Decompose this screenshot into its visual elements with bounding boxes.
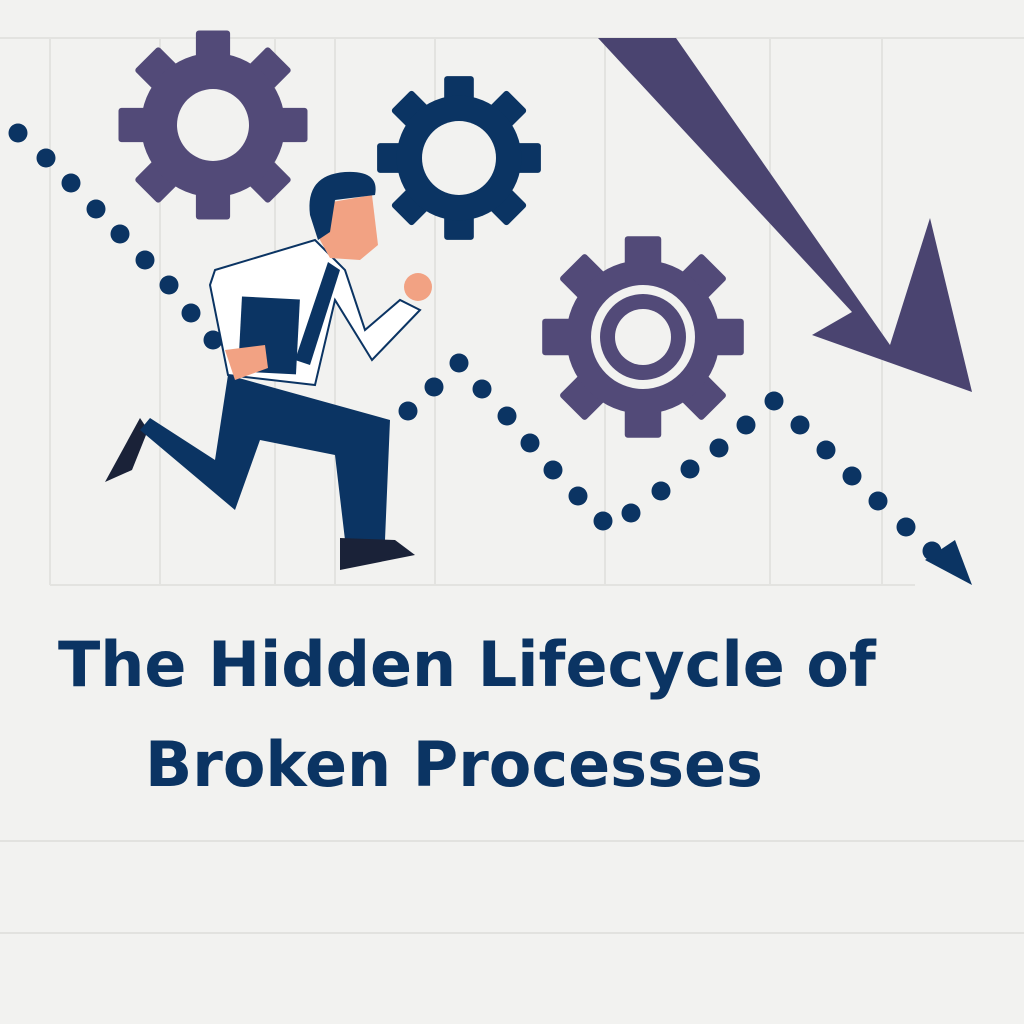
down-trend-arrow-icon — [598, 38, 972, 392]
gear-icon — [377, 76, 541, 240]
trend-dot — [36, 148, 56, 168]
trend-dot — [709, 438, 729, 458]
trend-dot — [842, 466, 862, 486]
trend-dot — [593, 511, 613, 531]
trend-dot — [868, 491, 888, 511]
trend-dot — [520, 433, 540, 453]
running-businessman-illustration — [105, 171, 432, 570]
trend-dot — [8, 123, 28, 143]
trend-dot — [135, 250, 155, 270]
trend-dot — [424, 377, 444, 397]
trend-dot — [449, 353, 469, 373]
trend-dot — [110, 224, 130, 244]
headline-line-2: Broken Processes — [145, 728, 763, 801]
trend-dot — [543, 460, 563, 480]
gear-icon — [118, 30, 308, 220]
trend-dot — [922, 541, 942, 561]
trend-dot — [86, 199, 106, 219]
trend-dot — [651, 481, 671, 501]
trend-dot — [568, 486, 588, 506]
trend-dot — [472, 379, 492, 399]
trend-dot — [181, 303, 201, 323]
trend-dot — [816, 440, 836, 460]
trend-dot — [764, 391, 784, 411]
trend-dot — [203, 330, 223, 350]
trend-dot — [497, 406, 517, 426]
trend-dot — [736, 415, 756, 435]
headline-line-1: The Hidden Lifecycle of — [58, 628, 876, 701]
trend-dot — [790, 415, 810, 435]
trend-dot — [159, 275, 179, 295]
dotted-trend-line-icon — [8, 123, 972, 585]
divider — [0, 932, 1024, 934]
trend-dot — [896, 517, 916, 537]
trend-dot — [398, 401, 418, 421]
trend-dot — [61, 173, 81, 193]
divider — [0, 840, 1024, 842]
trend-dot — [621, 503, 641, 523]
trend-dot — [680, 459, 700, 479]
gear-icon — [542, 236, 744, 438]
